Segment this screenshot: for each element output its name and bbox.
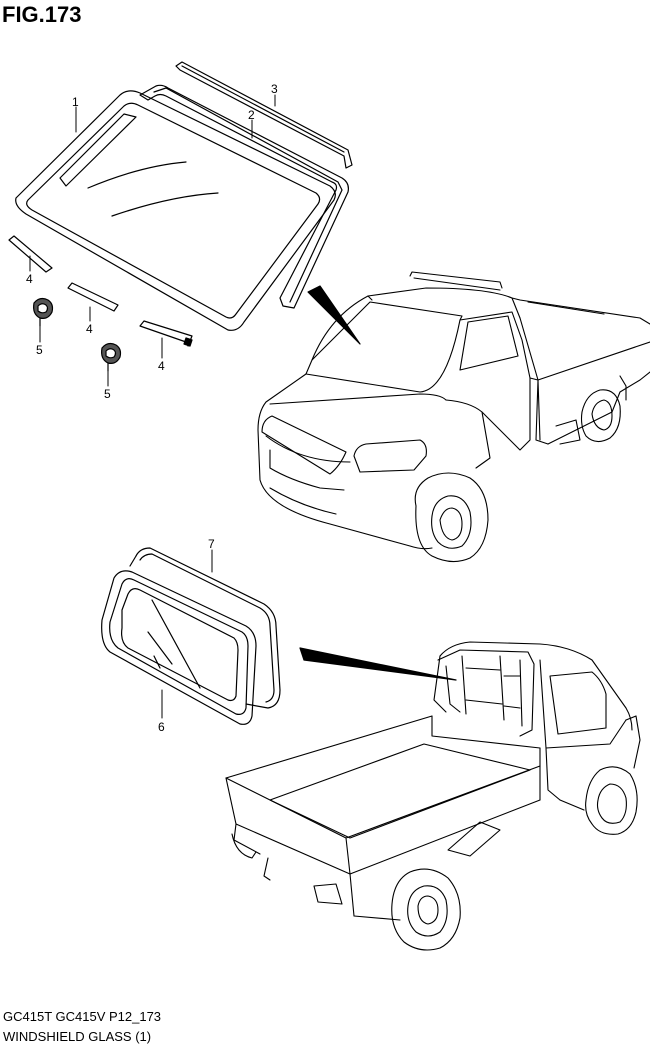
callout-4b: 4 <box>86 322 93 336</box>
model-line: GC415T GC415V P12_173 <box>3 1009 162 1024</box>
rear-truck-illustration <box>225 641 641 951</box>
callout-5b: 5 <box>104 387 111 401</box>
callout-7: 7 <box>208 537 215 551</box>
callout-1: 1 <box>72 95 79 109</box>
front-truck-illustration <box>257 271 650 563</box>
callout-6: 6 <box>158 720 165 734</box>
callout-4a: 4 <box>26 272 33 286</box>
callout-2: 2 <box>248 108 255 122</box>
pointer-arrow-rear <box>299 647 457 681</box>
part-3-top-moulding <box>175 61 353 169</box>
callout-labels: 1 2 3 4 4 4 5 5 6 7 <box>26 82 278 734</box>
part-4-moulding-mid <box>67 282 119 312</box>
leader-lines-lower <box>161 549 213 719</box>
figure-title: FIG.173 <box>2 2 82 27</box>
part-5-clip-lower <box>101 342 122 372</box>
leader-lines-upper <box>29 94 276 387</box>
part-4-moulding-right <box>139 320 193 347</box>
part-4-moulding-left <box>8 235 53 273</box>
part-2-windshield-seal <box>139 84 349 309</box>
figure-caption: WINDSHIELD GLASS (1) <box>3 1029 152 1044</box>
part-6-rear-window-glass <box>101 570 257 725</box>
part-1-windshield-glass <box>15 90 336 331</box>
footer: GC415T GC415V P12_173 WINDSHIELD GLASS (… <box>3 1007 161 1047</box>
part-7-rear-window-seal <box>129 547 281 709</box>
pointer-arrow-front <box>307 285 361 345</box>
callout-5a: 5 <box>36 343 43 357</box>
callout-4c: 4 <box>158 359 165 373</box>
part-5-clip-upper <box>33 297 54 327</box>
callout-3: 3 <box>271 82 278 96</box>
